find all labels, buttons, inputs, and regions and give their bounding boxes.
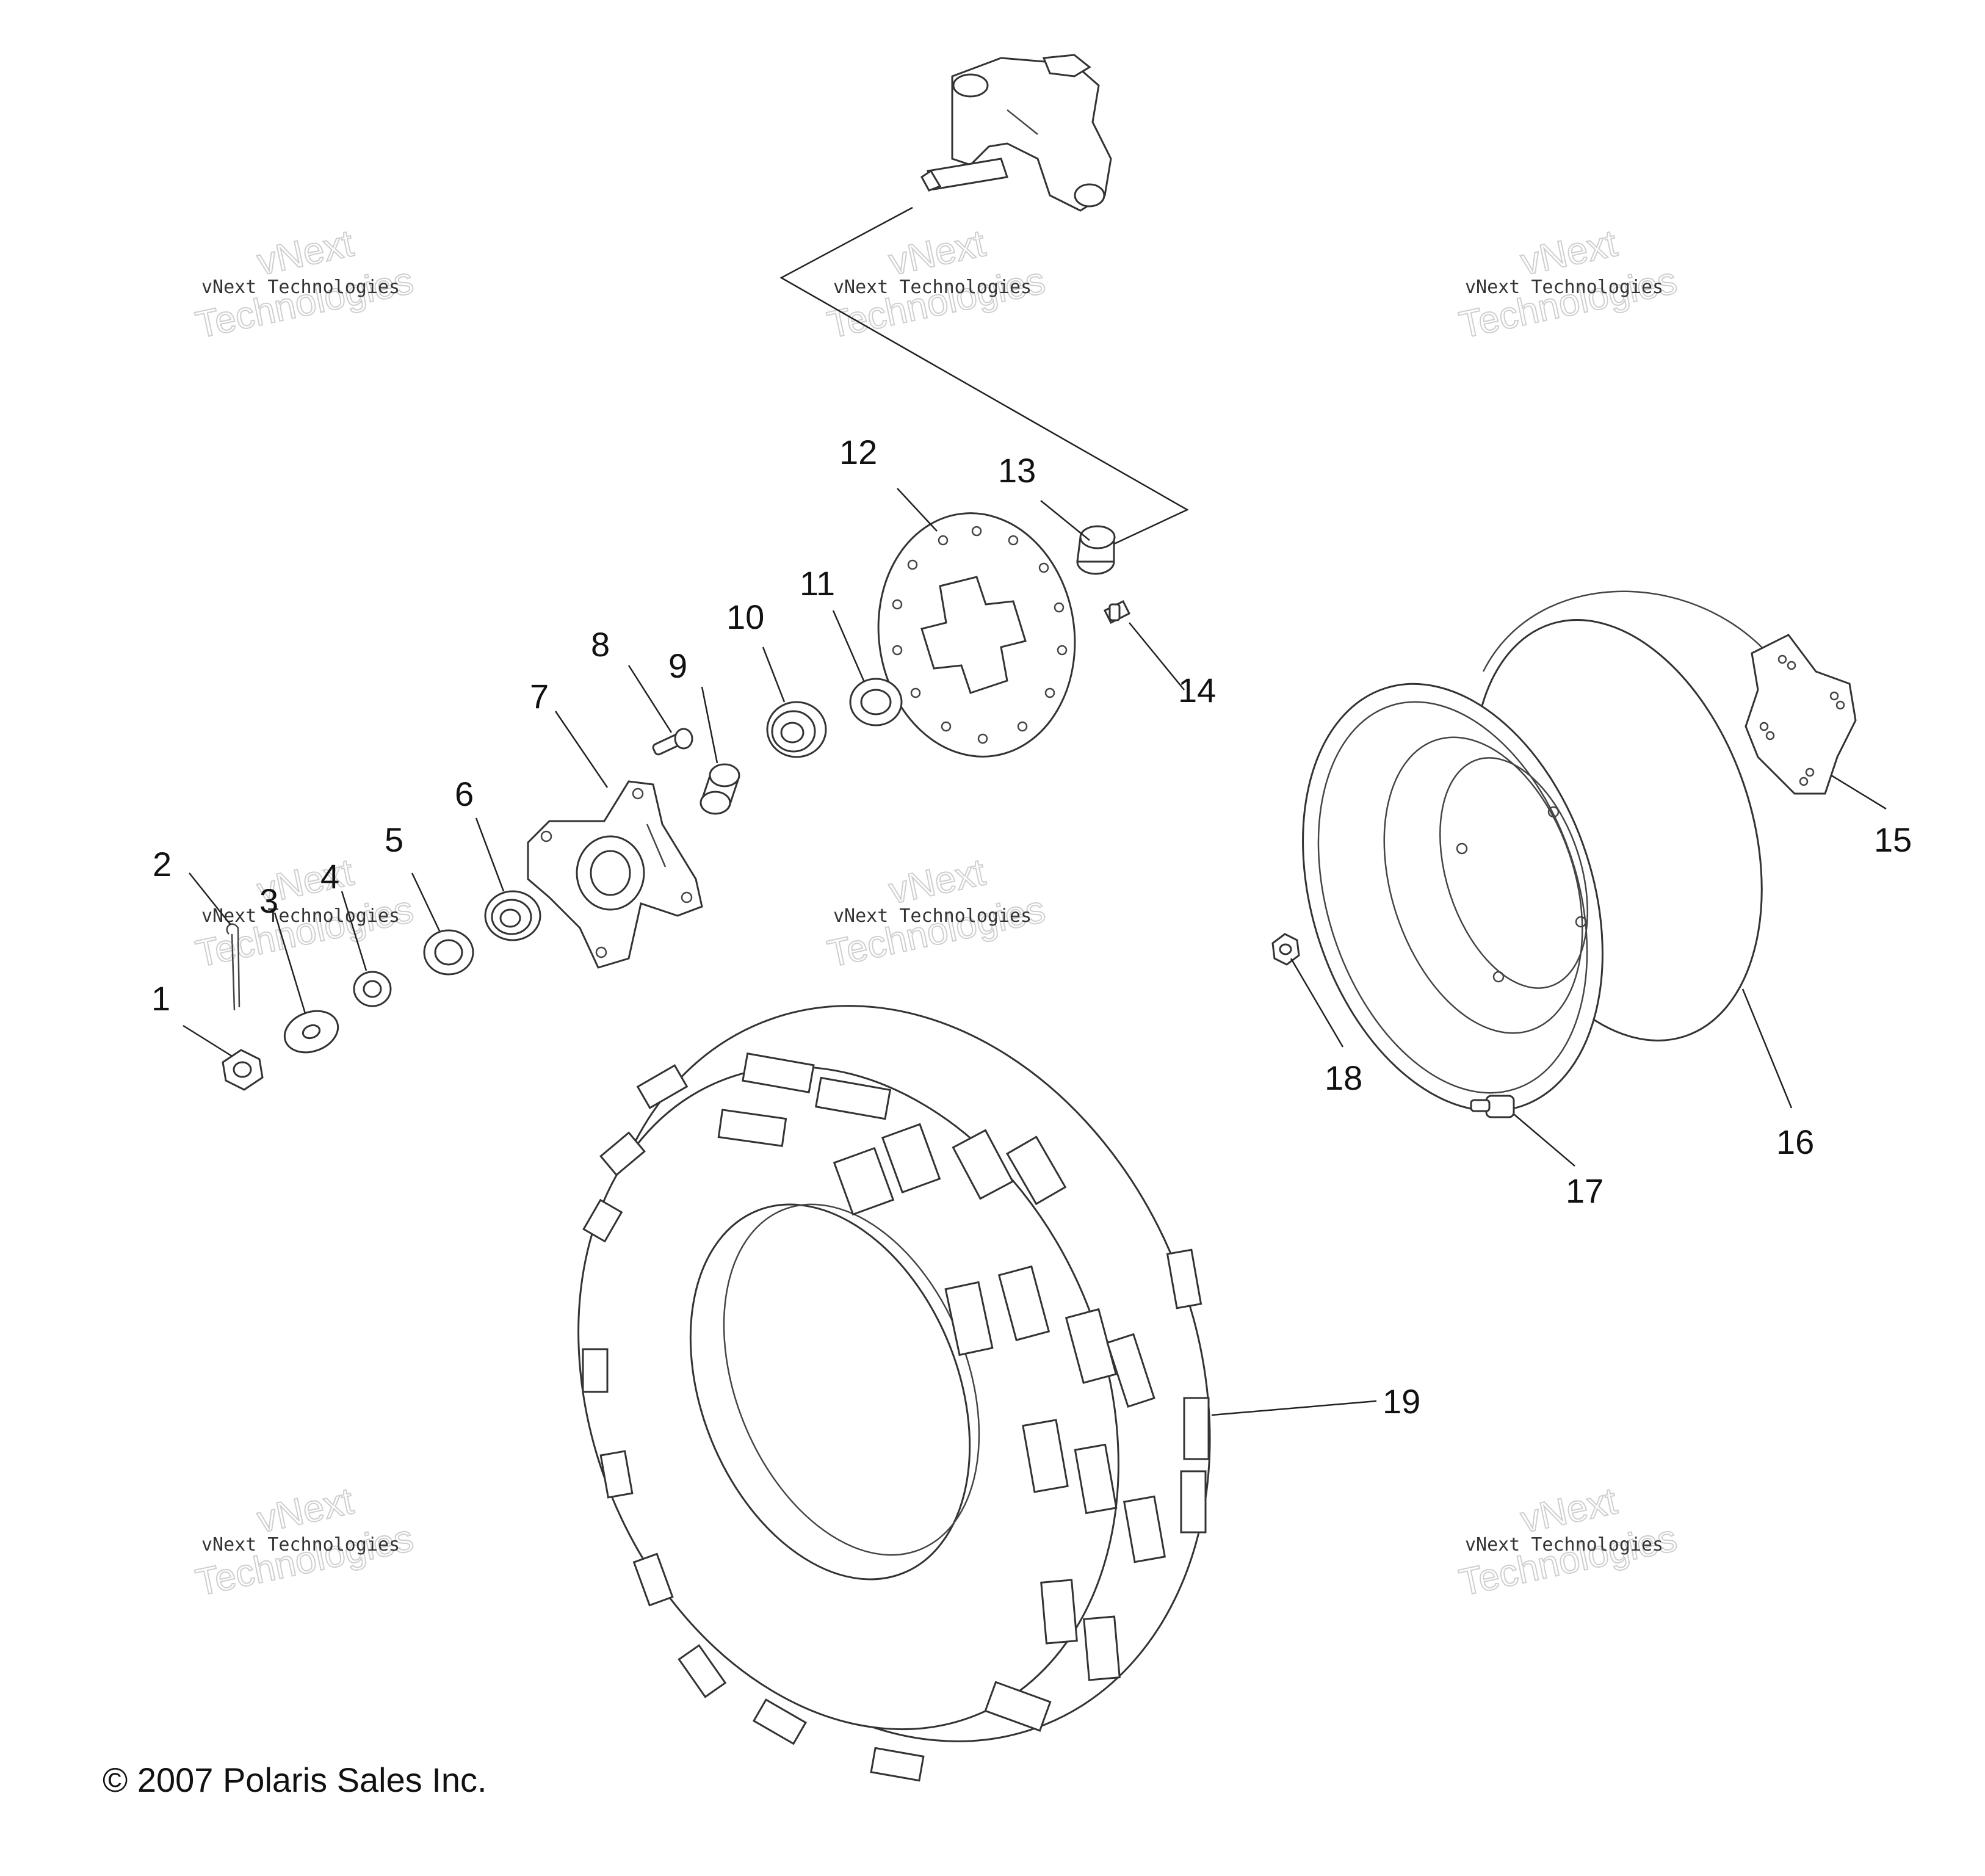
callout-10: 10	[726, 598, 764, 636]
watermark-mid-center: vNext Technologies vNext Technologies	[823, 850, 1049, 976]
svg-text:vNext Technologies: vNext Technologies	[1465, 277, 1663, 298]
svg-text:vNext Technologies: vNext Technologies	[201, 1534, 400, 1555]
hub-plate	[1745, 634, 1857, 795]
hub-seal	[849, 678, 903, 726]
brake-disc	[877, 512, 1076, 758]
steering-knuckle	[920, 54, 1112, 212]
hub-spacer	[700, 763, 740, 815]
valve-stem	[1470, 1095, 1515, 1118]
svg-text:vNext Technologies: vNext Technologies	[201, 905, 400, 927]
spacer-ring	[353, 971, 392, 1007]
watermark-top-center: vNext Technologies vNext Technologies	[823, 222, 1049, 347]
tire	[577, 1005, 1211, 1782]
wheel-rim	[1302, 590, 1784, 1112]
callout-11: 11	[800, 564, 835, 603]
callout-9: 9	[668, 646, 687, 685]
callout-6: 6	[455, 775, 474, 813]
callout-5: 5	[385, 820, 403, 859]
callout-14: 14	[1178, 671, 1216, 709]
callout-13: 13	[998, 451, 1036, 490]
callout-1: 1	[151, 979, 170, 1018]
flat-washer	[283, 1010, 339, 1054]
callout-18: 18	[1325, 1059, 1362, 1097]
wheel-stud	[652, 728, 693, 756]
svg-text:vNext Technologies: vNext Technologies	[1465, 1534, 1663, 1555]
callout-19: 19	[1383, 1382, 1420, 1421]
lug-nut	[1271, 933, 1300, 966]
inner-bearing	[484, 890, 541, 941]
watermark-top-left: vNext Technologies vNext Technologies	[192, 222, 418, 347]
callout-7: 7	[530, 677, 549, 715]
castle-nut	[222, 1049, 264, 1091]
wheel-hub	[527, 780, 703, 969]
svg-text:vNext Technologies: vNext Technologies	[833, 277, 1032, 298]
callout-16: 16	[1776, 1123, 1814, 1161]
watermark-bottom-left: vNext Technologies vNext Technologies	[192, 1479, 418, 1605]
inner-seal	[423, 929, 474, 976]
callout-8: 8	[591, 625, 610, 664]
watermark-bottom-right: vNext Technologies vNext Technologies	[1455, 1479, 1681, 1605]
callout-15: 15	[1874, 820, 1912, 859]
watermark-top-right: vNext Technologies vNext Technologies	[1455, 222, 1681, 347]
leader-lines	[183, 488, 1887, 1416]
callout-17: 17	[1566, 1172, 1604, 1210]
copyright-notice: © 2007 Polaris Sales Inc.	[103, 1761, 487, 1799]
assembly-guide-line	[779, 206, 1189, 554]
callout-12: 12	[839, 433, 877, 471]
spacer-bushing	[1076, 525, 1116, 575]
callout-4: 4	[320, 857, 339, 896]
disc-bolt	[1103, 599, 1131, 625]
svg-text:vNext Technologies: vNext Technologies	[201, 277, 400, 298]
outer-bearing	[766, 701, 827, 758]
callout-labels: 1 2 3 4 5 6 7 8 9 10 11 12 13 14 15 16 1…	[151, 433, 1912, 1421]
callout-2: 2	[153, 845, 172, 883]
svg-text:vNext Technologies: vNext Technologies	[833, 905, 1032, 927]
callout-3: 3	[259, 882, 278, 920]
